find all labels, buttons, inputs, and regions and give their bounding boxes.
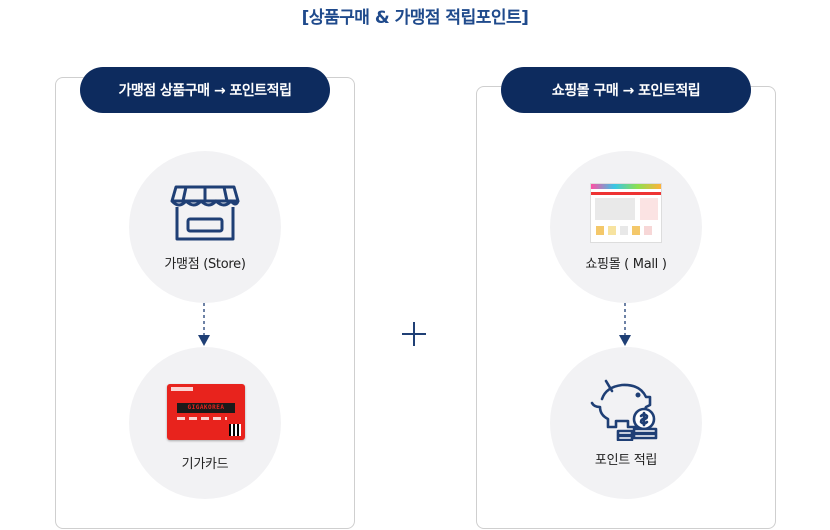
mall-step-label: 쇼핑몰 ( Mall ) bbox=[585, 257, 667, 272]
store-step-circle: 가맹점 (Store) bbox=[129, 151, 281, 303]
points-step-circle: 포인트 적립 bbox=[550, 347, 702, 499]
mall-step-circle: 쇼핑몰 ( Mall ) bbox=[550, 151, 702, 303]
card-text-rows bbox=[177, 417, 227, 420]
arrow-down-icon bbox=[619, 303, 631, 346]
plus-icon bbox=[401, 321, 427, 347]
gigacard-image: GIGAKOREA bbox=[167, 384, 245, 440]
gigacard-step-label: 기가카드 bbox=[181, 457, 229, 472]
card-brand-mark bbox=[171, 387, 193, 391]
store-step-label: 가맹점 (Store) bbox=[164, 257, 246, 272]
gigacard-step-circle: GIGAKOREA 기가카드 bbox=[129, 347, 281, 499]
mall-screenshot-image bbox=[590, 183, 662, 243]
store-icon bbox=[170, 185, 240, 241]
store-purchase-pill: 가맹점 상품구매 → 포인트적립 bbox=[80, 67, 330, 113]
card-band: GIGAKOREA bbox=[177, 403, 235, 413]
page-title: [상품구매 & 가맹점 적립포인트] bbox=[301, 8, 529, 28]
card-qr-icon bbox=[229, 424, 241, 436]
mall-purchase-pill: 쇼핑몰 구매 → 포인트적립 bbox=[501, 67, 751, 113]
piggybank-coins-icon bbox=[590, 379, 658, 441]
points-step-label: 포인트 적립 bbox=[594, 453, 658, 468]
arrow-down-icon bbox=[198, 303, 210, 346]
